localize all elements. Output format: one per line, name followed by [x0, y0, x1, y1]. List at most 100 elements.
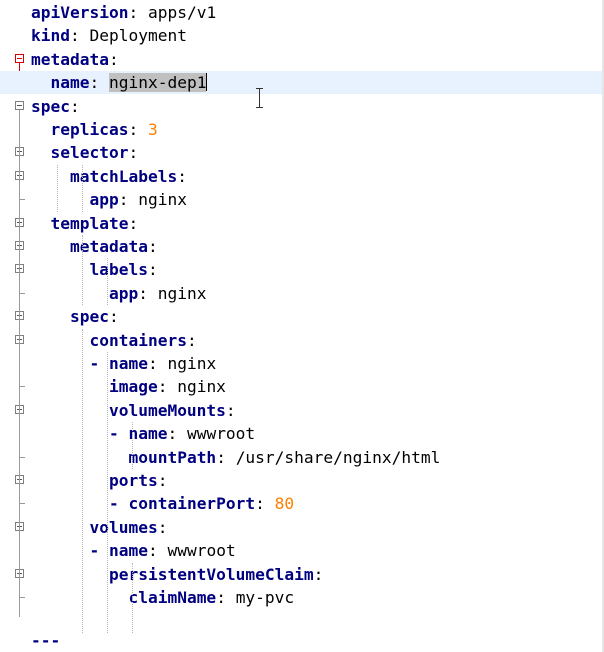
yaml-key: spec — [31, 96, 70, 116]
yaml-key: metadata — [69, 237, 148, 256]
code-line[interactable]: app: nginx — [0, 282, 604, 305]
list-dash: - — [108, 424, 129, 444]
code-line[interactable]: volumeMounts: — [0, 399, 604, 422]
code-line[interactable]: persistentVolumeClaim: — [0, 563, 604, 586]
yaml-string-value: nginx — [138, 190, 187, 210]
code-line[interactable]: metadata: — [0, 235, 604, 258]
code-line-text: - name: nginx — [31, 352, 216, 375]
code-line-text: - containerPort: 80 — [31, 492, 294, 515]
indent — [31, 284, 109, 303]
yaml-key: volumeMounts — [108, 400, 226, 420]
yaml-key: template — [50, 213, 129, 233]
indent — [31, 471, 109, 490]
code-line[interactable]: metadata: — [0, 48, 604, 71]
yaml-key: app — [108, 283, 139, 303]
indent — [31, 214, 51, 233]
yaml-separator: : — [186, 330, 197, 350]
code-line[interactable]: containers: — [0, 329, 604, 352]
code-line-text: ports: — [31, 469, 167, 492]
yaml-separator: : — [157, 471, 168, 490]
yaml-key: name — [108, 541, 148, 561]
text-caret — [206, 73, 208, 92]
code-line[interactable]: kind: Deployment — [0, 24, 604, 47]
yaml-string-value: my-pvc — [235, 588, 295, 607]
code-line-text: template: — [31, 212, 139, 235]
code-line[interactable]: spec: — [0, 95, 604, 118]
vertical-scrollbar[interactable] — [602, 0, 604, 652]
code-line-text: spec: — [31, 95, 80, 118]
fold-gutter — [0, 0, 28, 652]
indent — [31, 448, 128, 467]
code-line-text: kind: Deployment — [31, 24, 187, 47]
code-line-text: app: nginx — [31, 282, 206, 305]
indent — [31, 73, 51, 92]
code-line[interactable]: spec: — [0, 305, 604, 328]
yaml-string-value: wwwroot — [167, 541, 236, 561]
code-line-text: volumeMounts: — [31, 399, 236, 422]
code-line[interactable]: name: nginx-dep1 — [0, 71, 604, 95]
fold-range-end — [19, 386, 25, 388]
code-line[interactable]: - name: wwwroot — [0, 422, 604, 445]
list-dash: - — [108, 494, 129, 514]
fold-range-end — [19, 199, 25, 201]
fold-range-end — [19, 456, 25, 458]
yaml-separator: : — [128, 213, 139, 233]
indent-guide — [57, 164, 59, 212]
code-line[interactable]: app: nginx — [0, 188, 604, 211]
indent-guide — [82, 235, 84, 306]
yaml-key: containerPort — [128, 494, 256, 514]
fold-toggle-icon[interactable] — [15, 53, 24, 63]
yaml-string-value: nginx — [157, 283, 207, 303]
indent — [31, 565, 109, 584]
code-line-text: image: nginx — [31, 375, 226, 398]
code-line[interactable]: - name: nginx — [0, 352, 604, 375]
yaml-separator: : — [108, 307, 119, 327]
fold-range-end — [19, 503, 25, 505]
code-line-text: containers: — [31, 329, 197, 352]
code-line[interactable]: mountPath: /usr/share/nginx/html — [0, 446, 604, 469]
code-line-text: - name: wwwroot — [31, 422, 255, 445]
code-line[interactable]: template: — [0, 212, 604, 235]
yaml-key: mountPath — [128, 447, 217, 467]
yaml-number-value: 80 — [274, 494, 295, 514]
code-line[interactable]: volumes: — [0, 516, 604, 539]
code-line[interactable]: ports: — [0, 469, 604, 492]
yaml-key: name — [108, 354, 148, 373]
indent — [31, 401, 109, 420]
yaml-string-value: /usr/share/nginx/html — [235, 447, 441, 467]
yaml-string-value: Deployment — [89, 26, 187, 46]
yaml-string-value: nginx — [177, 377, 226, 397]
code-line-text: persistentVolumeClaim: — [31, 563, 323, 586]
yaml-string-value: wwwroot — [186, 424, 256, 444]
yaml-separator: : — [177, 166, 187, 186]
code-line-text: claimName: my-pvc — [31, 586, 294, 609]
indent-guide — [82, 328, 84, 633]
fold-toggle-icon[interactable] — [15, 100, 24, 110]
code-line[interactable]: image: nginx — [0, 375, 604, 398]
code-line[interactable]: - containerPort: 80 — [0, 492, 604, 515]
yaml-separator: : — [147, 260, 158, 280]
yaml-key: persistentVolumeClaim — [108, 564, 314, 584]
code-line[interactable]: - name: wwwroot — [0, 539, 604, 562]
code-line[interactable]: replicas: 3 — [0, 118, 604, 141]
fold-range-end — [19, 292, 25, 294]
code-line-text: volumes: — [31, 516, 167, 539]
code-line-text: mountPath: /usr/share/nginx/html — [31, 446, 440, 469]
code-line[interactable]: apiVersion: apps/v1 — [0, 1, 604, 24]
text-cursor-icon — [255, 87, 264, 109]
yaml-key: replicas — [50, 120, 129, 139]
yaml-separator: : — [128, 143, 139, 163]
yaml-separator: : — [167, 424, 187, 444]
code-line[interactable]: claimName: my-pvc — [0, 586, 604, 609]
yaml-separator: : — [313, 564, 324, 584]
indent-guide — [132, 562, 134, 633]
code-line[interactable]: selector: — [0, 141, 604, 164]
yaml-key: volumes — [89, 517, 158, 537]
code-line[interactable]: labels: — [0, 258, 604, 281]
yaml-key: app — [89, 190, 119, 210]
yaml-key: name — [128, 424, 168, 444]
code-line-text: metadata: — [31, 235, 158, 258]
indent — [31, 120, 51, 139]
code-line[interactable]: matchLabels: — [0, 165, 604, 188]
